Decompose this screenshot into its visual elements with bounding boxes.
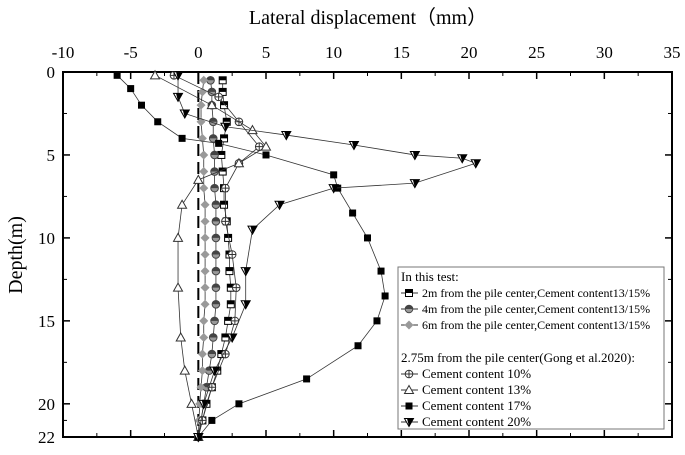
x-tick-label: 15 (393, 43, 410, 62)
x-tick-label: 10 (325, 43, 342, 62)
x-tick-label: -10 (52, 43, 75, 62)
legend-entry: Cement content 13% (422, 382, 531, 397)
x-axis-label: Lateral displacement（mm） (249, 6, 487, 29)
legend: In this test: 2m from the pile center,Cem… (397, 266, 665, 430)
legend-entry: 4m from the pile center,Cement content13… (422, 302, 650, 316)
x-tick-label: -5 (124, 43, 138, 62)
legend-group1-title: In this test: (401, 269, 459, 284)
series-diamond (193, 75, 210, 442)
x-tick-label: 20 (461, 43, 478, 62)
x-tick-label: 0 (194, 43, 203, 62)
y-axis-label: Depth(m) (5, 216, 27, 294)
legend-entry: Cement content 20% (422, 414, 531, 429)
series-triangle-down (172, 71, 482, 443)
x-tick-label: 30 (596, 43, 613, 62)
legend-entry: 2m from the pile center,Cement content13… (422, 286, 650, 300)
y-tick-label: 20 (38, 395, 55, 414)
axes: -10 -5 0 5 10 15 20 25 30 35 0 5 10 15 20 22 (38, 43, 681, 447)
legend-entry: Cement content 17% (422, 398, 531, 413)
y-tick-label: 10 (38, 229, 55, 248)
y-tick-label: 15 (38, 312, 55, 331)
y-tick-label: 5 (47, 146, 56, 165)
x-tick-label: 5 (262, 43, 271, 62)
legend-group2-title: 2.75m from the pile center(Gong et al.20… (401, 350, 635, 365)
x-tick-label: 35 (664, 43, 681, 62)
legend-entry: Cement content 10% (422, 366, 531, 381)
legend-entry: 6m from the pile center,Cement content13… (422, 318, 650, 332)
plot-area (113, 69, 482, 443)
y-tick-label: 22 (38, 428, 55, 447)
y-tick-label: 0 (47, 63, 56, 82)
x-tick-label: 25 (528, 43, 545, 62)
